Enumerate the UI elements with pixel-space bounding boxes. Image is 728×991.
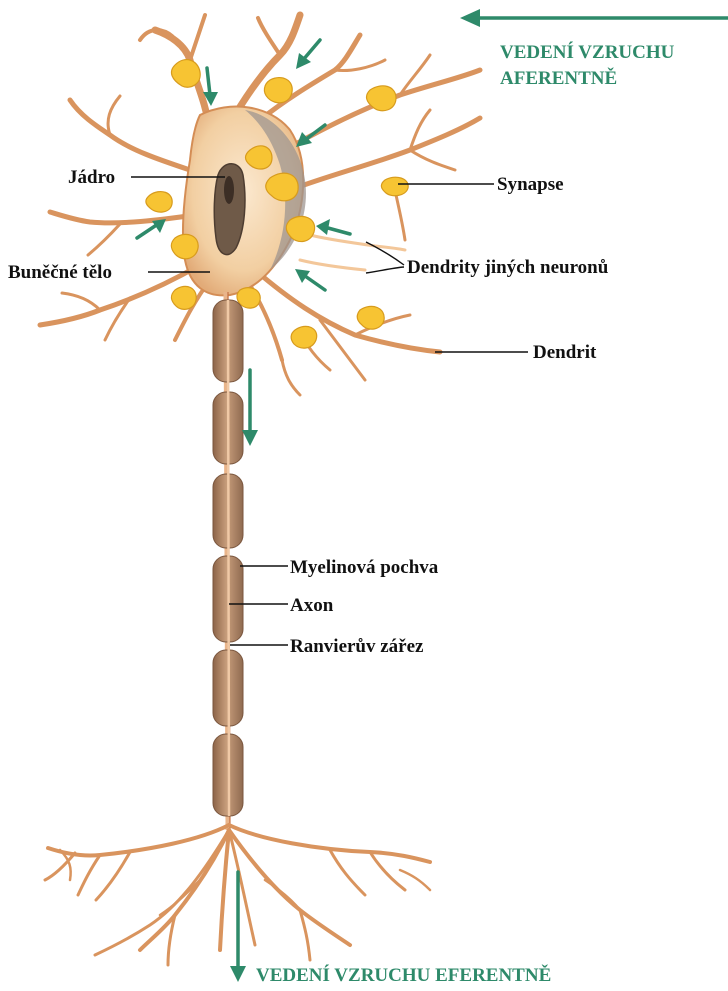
label-synapse: Synapse [497,174,564,195]
myelin-sheath [213,300,243,816]
label-nucleus: Jádro [68,167,115,188]
afferent-label-line1: VEDENÍ VZRUCHU [500,41,675,63]
label-other-dendrites: Dendrity jiných neuronů [407,257,609,278]
label-myelin-sheath: Myelinová pochva [290,557,439,578]
efferent-label: VEDENÍ VZRUCHU EFERENTNĚ [256,964,551,986]
label-cell-body: Buněčné tělo [8,262,112,283]
label-dendrite: Dendrit [533,342,597,363]
afferent-label-line2: AFERENTNĚ [500,67,617,89]
label-axon: Axon [290,595,334,616]
afferent-arrow-top [460,9,728,27]
label-ranvier-node: Ranvierův zářez [290,636,424,657]
